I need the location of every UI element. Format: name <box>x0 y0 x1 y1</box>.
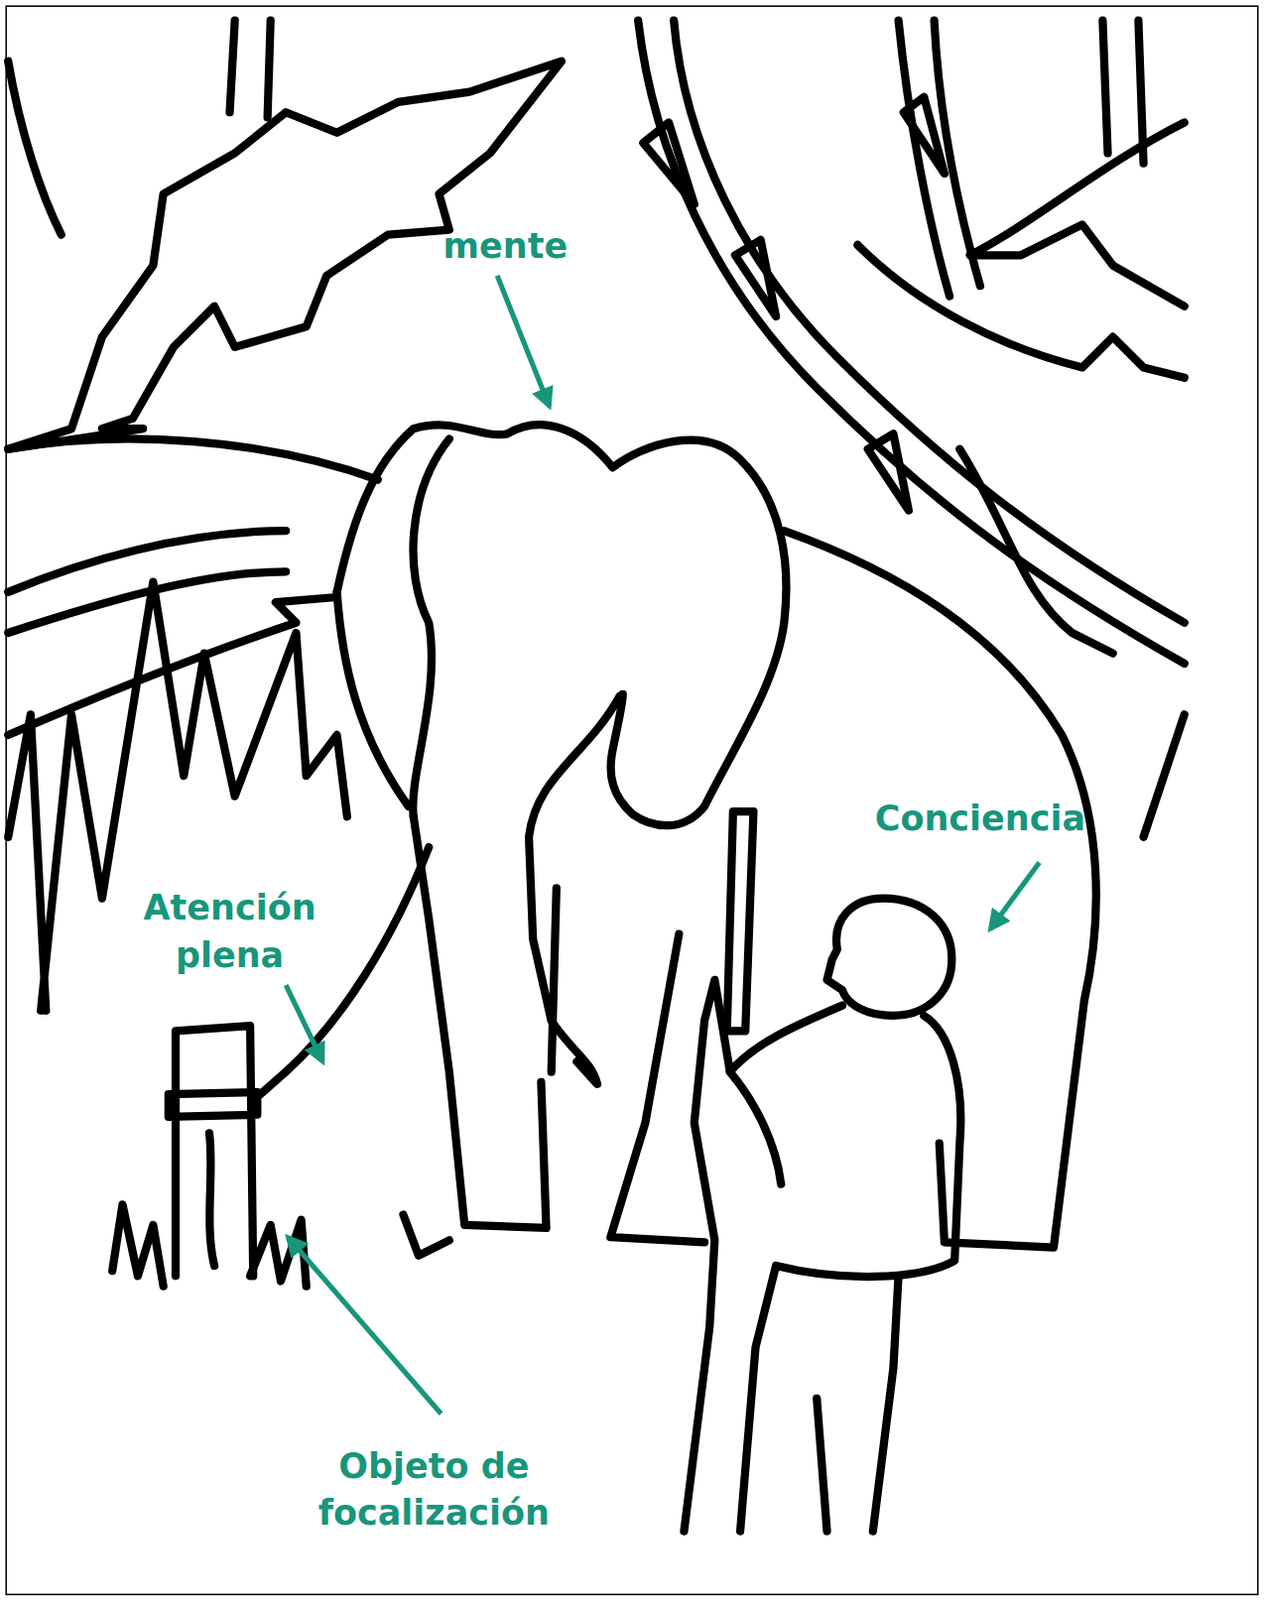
keeper-arm <box>730 1072 781 1185</box>
leader-arrow <box>287 1237 441 1414</box>
callout-label: Conciencia <box>852 794 1108 842</box>
keeper-head <box>827 898 953 1016</box>
elephant-foot <box>402 1215 449 1257</box>
branch <box>959 449 1184 838</box>
vine <box>637 20 1185 664</box>
keeper-body <box>740 1015 961 1532</box>
grass <box>7 582 348 1012</box>
post <box>168 1025 258 1276</box>
leader-arrow <box>497 275 549 407</box>
callout-label: Objeto de focalización <box>301 1442 568 1537</box>
callout-label: Atención plena <box>122 884 337 979</box>
elephant-ear <box>337 592 409 807</box>
frame <box>5 5 1259 1595</box>
elephant-leg <box>413 816 557 1229</box>
callout-label: mente <box>402 222 608 269</box>
branch <box>7 439 379 481</box>
elephant-leg <box>610 934 705 1244</box>
vine <box>1102 20 1143 164</box>
elephant-trunk <box>528 696 621 1085</box>
leaf <box>857 122 1184 378</box>
keeper-leg <box>816 1275 898 1531</box>
leader-arrow <box>990 863 1039 930</box>
leader-arrow <box>285 985 323 1062</box>
stick <box>727 811 755 1031</box>
grass <box>112 1204 307 1286</box>
vine-leaf <box>642 97 945 511</box>
branch <box>230 20 271 119</box>
branch <box>7 61 62 236</box>
rope <box>259 847 429 1095</box>
elephant-ear <box>412 439 450 818</box>
elephant-body <box>783 530 1096 1248</box>
